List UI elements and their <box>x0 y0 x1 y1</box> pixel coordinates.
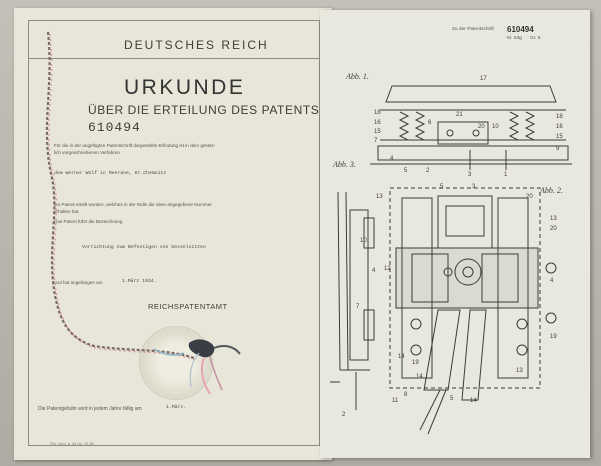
svg-text:14: 14 <box>398 354 405 360</box>
svg-text:20: 20 <box>550 226 557 232</box>
svg-text:2: 2 <box>426 168 430 174</box>
svg-text:5: 5 <box>440 184 444 190</box>
svg-text:5: 5 <box>404 168 408 174</box>
svg-text:10: 10 <box>492 124 499 130</box>
svg-text:13: 13 <box>516 368 523 374</box>
svg-text:19: 19 <box>412 360 419 366</box>
svg-text:18: 18 <box>556 114 563 120</box>
svg-text:16: 16 <box>374 120 381 126</box>
svg-text:5: 5 <box>450 396 454 402</box>
svg-text:6: 6 <box>428 120 432 126</box>
svg-text:4: 4 <box>372 268 376 274</box>
svg-text:4: 4 <box>550 278 554 284</box>
svg-text:15: 15 <box>556 134 563 140</box>
technical-drawing: 17 18 16 15 7 18 16 15 9 6 21 20 10 4 5 2 3 1 13 5 3 2… <box>320 10 590 458</box>
form-number: Pat. Vord. a. 45 (a). 10.38. <box>50 442 95 446</box>
fee-prefix: Die Patentgebühr wird in jedem Jahre fäl… <box>38 406 142 412</box>
svg-text:20: 20 <box>478 124 485 130</box>
svg-text:2: 2 <box>342 412 346 418</box>
svg-text:19: 19 <box>550 334 557 340</box>
svg-text:12: 12 <box>384 266 391 272</box>
svg-text:14: 14 <box>470 398 477 404</box>
svg-text:18: 18 <box>374 110 381 116</box>
svg-text:17: 17 <box>480 76 487 82</box>
svg-text:8: 8 <box>404 392 408 398</box>
svg-text:11: 11 <box>392 398 399 404</box>
svg-text:20: 20 <box>526 194 533 200</box>
svg-text:1: 1 <box>504 172 508 178</box>
svg-text:9: 9 <box>556 146 560 152</box>
svg-text:13: 13 <box>550 216 557 222</box>
svg-text:7: 7 <box>374 138 378 144</box>
wool-tassel <box>154 339 240 394</box>
svg-text:4: 4 <box>390 156 394 162</box>
svg-text:21: 21 <box>456 112 463 118</box>
certificate-page: DEUTSCHES REICH URKUNDE ÜBER DIE ERTEILU… <box>14 8 332 460</box>
binding-cord <box>14 8 332 460</box>
reference-numbers: 17 18 16 15 7 18 16 15 9 6 21 20 10 4 5 2 3 1 13 5 3 2… <box>342 76 563 418</box>
svg-text:3: 3 <box>468 172 472 178</box>
side-bracket-figure <box>330 192 374 410</box>
svg-text:13: 13 <box>376 194 383 200</box>
svg-text:14: 14 <box>416 374 423 380</box>
seat-assembly-figure <box>370 86 572 170</box>
svg-text:7: 7 <box>356 304 360 310</box>
svg-text:3: 3 <box>472 184 476 190</box>
svg-text:10: 10 <box>360 238 367 244</box>
svg-text:15: 15 <box>374 129 381 135</box>
fee-date: 1.März. <box>166 405 186 410</box>
svg-text:16: 16 <box>556 124 563 130</box>
